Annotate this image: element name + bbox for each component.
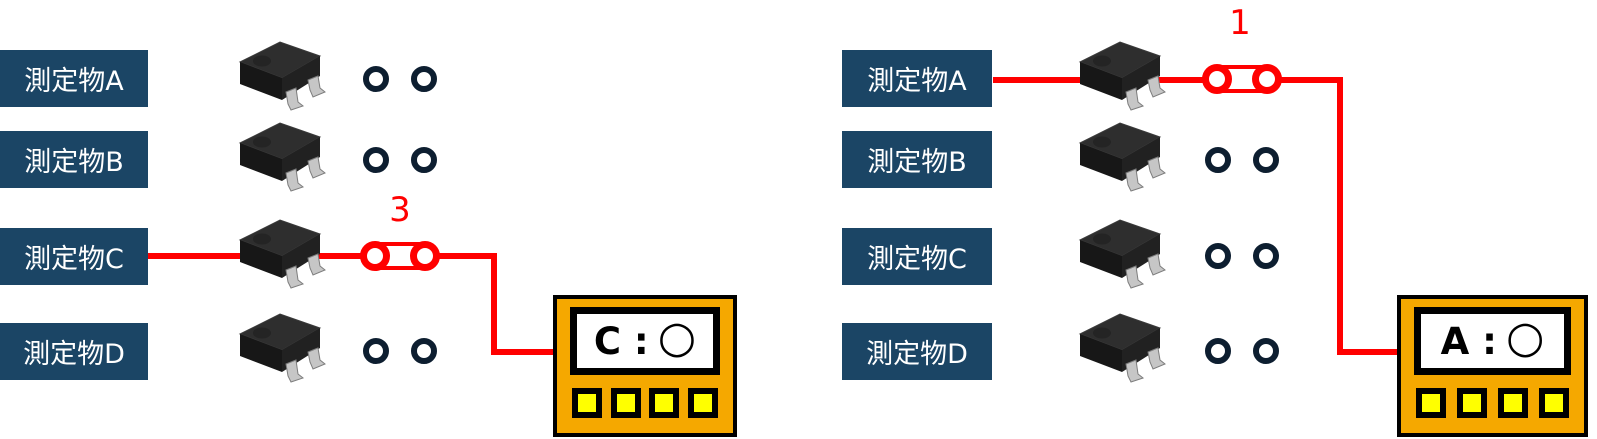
device-button [649,388,680,418]
label-box-a: 測定物A [842,50,992,107]
fuse-pad-left [1202,64,1232,94]
fuse-pad-right [1252,64,1282,94]
smd-chip-icon [1068,34,1172,114]
wire-horizontal-to-device [491,349,555,355]
smd-chip-icon [1068,115,1172,195]
device-display: C : ○ [570,307,720,375]
fuse-icon [363,147,437,173]
label-text: 測定物B [24,147,124,178]
fuse-pad-left [1205,338,1231,364]
device-button [1416,388,1446,418]
device-button [1539,388,1569,418]
fuse-pad-left [363,338,389,364]
fuse-pad-right [1253,243,1279,269]
smd-chip-icon [228,115,332,195]
smd-chip-icon [228,34,332,114]
fuse-icon [1205,147,1279,173]
step-number: 1 [1229,3,1251,43]
label-text: 測定物D [23,339,125,370]
fuse-icon [363,338,437,364]
device-buttons [1414,388,1571,418]
label-text: 測定物A [867,66,967,97]
fuse-pad-left [360,241,390,271]
device-button [572,388,602,418]
label-text: 測定物A [24,66,124,97]
device-button [1498,388,1528,418]
fuse-pad-right [1253,147,1279,173]
fuse-icon [363,66,437,92]
device-buttons [570,388,720,418]
fuse-icon-highlighted [360,241,440,271]
label-box-c: 測定物C [0,228,148,285]
fuse-pad-right [1253,338,1279,364]
device-display-channel: A : [1440,319,1497,363]
fuse-pad-right [411,338,437,364]
fuse-pad-left [363,147,389,173]
label-box-a: 測定物A [0,50,148,107]
label-box-b: 測定物B [842,131,992,188]
fuse-icon [1205,338,1279,364]
smd-chip-icon [228,212,332,292]
label-text: 測定物D [866,339,968,370]
label-box-d: 測定物D [842,323,992,380]
fuse-pad-right [411,147,437,173]
measuring-device: C : ○ [553,295,737,437]
wire-horizontal-to-device [1337,349,1399,355]
wire-vertical [1337,77,1343,355]
smd-chip-icon [228,306,332,386]
smd-chip-icon [1068,306,1172,386]
fuse-pad-left [363,66,389,92]
device-display: A : ○ [1414,307,1571,375]
wire-horizontal-row-c [148,253,497,259]
device-display-result-circle: ○ [1505,312,1545,363]
smd-chip-icon [1068,212,1172,292]
label-text: 測定物C [24,244,124,275]
label-box-b: 測定物B [0,131,148,188]
fuse-pad-right [411,66,437,92]
device-button [1457,388,1487,418]
label-text: 測定物B [867,147,967,178]
label-box-d: 測定物D [0,323,148,380]
label-text: 測定物C [867,244,967,275]
wire-horizontal-row-a [993,77,1343,83]
fuse-icon [1205,243,1279,269]
device-display-result-circle: ○ [657,312,697,363]
fuse-icon-highlighted [1202,64,1282,94]
label-box-c: 測定物C [842,228,992,285]
fuse-pad-left [1205,147,1231,173]
device-button [687,388,718,418]
measuring-device: A : ○ [1397,295,1588,437]
wire-vertical [491,253,497,355]
fuse-pad-right [410,241,440,271]
fuse-pad-left [1205,243,1231,269]
step-number: 3 [389,190,411,230]
device-button [610,388,641,418]
device-display-channel: C : [593,319,649,363]
